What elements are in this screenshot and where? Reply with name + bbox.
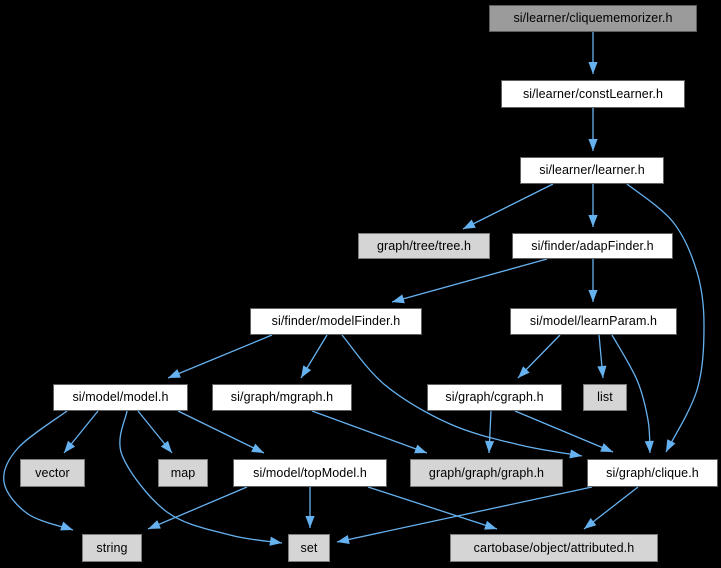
arrowhead-model-to-map	[160, 440, 172, 453]
arrowhead-model-to-vector	[64, 440, 76, 453]
node-constLearner[interactable]: si/learner/constLearner.h	[501, 80, 685, 108]
node-string: string	[82, 534, 142, 562]
node-learnParam[interactable]: si/model/learnParam.h	[510, 308, 677, 335]
arrowhead-model-to-string	[60, 521, 73, 531]
arrowhead-topModel-to-attributed	[484, 520, 497, 530]
edge-model-to-set	[119, 410, 283, 544]
edge-learner-to-clique	[626, 183, 705, 453]
node-cgraph[interactable]: si/graph/cgraph.h	[427, 384, 562, 411]
arrowhead-learner-to-adapFinder	[588, 215, 598, 227]
node-topModel[interactable]: si/model/topModel.h	[233, 459, 387, 487]
node-label-mgraph: si/graph/mgraph.h	[230, 390, 334, 405]
arrowhead-modelFinder-to-clique	[569, 449, 582, 459]
node-label-topModel: si/model/topModel.h	[253, 465, 367, 480]
arrowhead-learner-to-clique	[666, 439, 676, 452]
arrowhead-clique-to-set	[337, 534, 350, 544]
node-set: set	[288, 534, 330, 562]
arrowhead-adapFinder-to-learnParam	[588, 290, 598, 302]
node-label-model: si/model/model.h	[72, 390, 169, 405]
arrowhead-constLearner-to-learner	[588, 139, 598, 151]
arrowhead-mgraph-to-graph	[414, 444, 427, 454]
node-graph: graph/graph/graph.h	[410, 459, 563, 487]
edge-modelFinder-to-model	[167, 334, 273, 379]
node-mgraph[interactable]: si/graph/mgraph.h	[212, 384, 352, 411]
arrowhead-model-to-set	[269, 536, 282, 546]
node-label-modelFinder: si/finder/modelFinder.h	[271, 314, 401, 329]
arrowhead-learnParam-to-list	[597, 365, 607, 378]
edge-clique-to-set	[336, 486, 593, 543]
edge-adapFinder-to-modelFinder	[391, 258, 548, 303]
arrowhead-topModel-to-string	[148, 520, 161, 529]
arrowhead-adapFinder-to-modelFinder	[392, 294, 405, 304]
node-adapFinder[interactable]: si/finder/adapFinder.h	[512, 233, 673, 259]
node-label-list: list	[597, 390, 613, 405]
node-model[interactable]: si/model/model.h	[53, 384, 188, 411]
node-cliquememorizer: si/learner/cliquememorizer.h	[489, 5, 697, 32]
arrowhead-cgraph-to-graph	[484, 440, 495, 453]
arrowhead-modelFinder-to-mgraph	[301, 365, 312, 378]
node-label-graph: graph/graph/graph.h	[428, 465, 545, 480]
node-label-vector: vector	[35, 465, 70, 480]
arrowhead-topModel-to-set	[305, 516, 315, 528]
edge-model-to-string	[3, 410, 74, 531]
node-modelFinder[interactable]: si/finder/modelFinder.h	[250, 308, 422, 335]
node-label-cgraph: si/graph/cgraph.h	[445, 390, 544, 405]
arrowhead-learnParam-to-cgraph	[518, 366, 530, 378]
arrowhead-learnParam-to-clique	[644, 440, 654, 453]
node-label-string: string	[96, 540, 128, 555]
node-label-learner: si/learner/learner.h	[539, 163, 645, 178]
edge-learnParam-to-clique	[611, 334, 651, 454]
arrowhead-clique-to-attributed	[584, 518, 597, 529]
node-label-learnParam: si/model/learnParam.h	[529, 314, 658, 329]
arrowhead-modelFinder-to-model	[168, 369, 181, 378]
edge-topModel-to-string	[147, 486, 248, 530]
node-learner[interactable]: si/learner/learner.h	[520, 157, 664, 184]
edge-mgraph-to-graph	[311, 410, 428, 454]
edge-model-to-topModel	[177, 410, 265, 454]
node-label-cliquememorizer: si/learner/cliquememorizer.h	[513, 11, 673, 26]
edge-learner-to-tree	[462, 183, 554, 230]
arrowhead-learner-to-tree	[463, 219, 476, 229]
edge-modelFinder-to-clique	[341, 334, 583, 457]
node-label-tree: graph/tree/tree.h	[376, 238, 472, 253]
arrowhead-cgraph-to-clique	[600, 443, 613, 452]
arrowhead-cliquememorizer-to-constLearner	[588, 62, 598, 74]
node-map: map	[158, 459, 208, 487]
arrowhead-model-to-topModel	[251, 443, 264, 453]
node-tree: graph/tree/tree.h	[358, 233, 490, 259]
node-list: list	[583, 384, 627, 411]
node-label-attributed: cartobase/object/attributed.h	[473, 540, 635, 555]
node-label-clique: si/graph/clique.h	[606, 465, 699, 480]
node-label-constLearner: si/learner/constLearner.h	[522, 86, 664, 101]
node-attributed: cartobase/object/attributed.h	[450, 534, 658, 562]
node-clique[interactable]: si/graph/clique.h	[587, 459, 718, 487]
node-label-map: map	[170, 465, 196, 480]
node-label-adapFinder: si/finder/adapFinder.h	[531, 238, 654, 253]
edge-topModel-to-attributed	[367, 486, 498, 530]
node-label-set: set	[300, 540, 318, 555]
edge-cgraph-to-clique	[514, 410, 614, 453]
node-vector: vector	[20, 459, 85, 487]
